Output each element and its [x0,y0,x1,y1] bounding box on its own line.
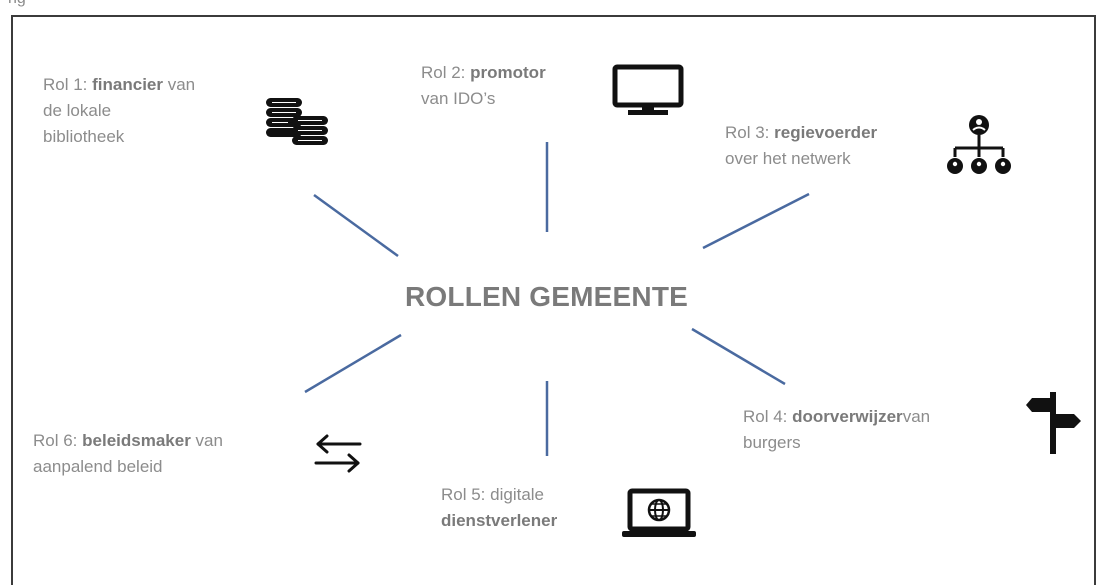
role-1-text: Rol 1: financier van de lokale bibliothe… [43,72,195,150]
role-3-line2: over het netwerk [725,149,851,168]
diagram-frame [11,15,1096,585]
role-2-line1: Rol 2: promotor [421,60,546,86]
spoke-rol4 [691,327,786,386]
role-2-line2: van IDO’s [421,89,496,108]
role-4-text: Rol 4: doorverwijzervan burgers [743,404,930,456]
signpost-icon [1026,392,1081,454]
spoke-rol3 [702,192,810,250]
role-4-line1-rest: van [902,407,931,426]
role-1-line2: de lokale [43,101,112,120]
role-5-line2: dienstverlener [441,508,557,534]
role-2-prefix: Rol 2: [421,63,471,82]
role-6-line1-rest: van [190,431,223,450]
role-2-keyword: promotor [470,63,546,82]
monitor-icon [612,64,684,115]
spoke-rol6 [304,333,402,394]
role-5-text: Rol 5: digitale dienstverlener [441,482,557,534]
role-3-line1: Rol 3: regievoerder [725,120,877,146]
role-1-prefix: Rol 1: [43,75,93,94]
role-6-line2: aanpalend beleid [33,457,163,476]
org-chart-icon [947,115,1011,174]
coins-icon [266,98,328,145]
role-1-keyword: financier [92,75,163,94]
role-6-line1: Rol 6: beleidsmaker van [33,428,223,454]
role-4-prefix: Rol 4: [743,407,793,426]
role-3-keyword: regievoerder [774,123,878,142]
caption-fragment: ng [8,0,26,8]
role-1-line1-rest: van [163,75,196,94]
role-6-text: Rol 6: beleidsmaker van aanpalend beleid [33,428,223,480]
role-1-line3: bibliotheek [43,127,125,146]
role-3-prefix: Rol 3: [725,123,775,142]
role-3-text: Rol 3: regievoerder over het netwerk [725,120,877,172]
exchange-arrows-icon [314,434,362,473]
role-6-prefix: Rol 6: [33,431,83,450]
role-5-line1: Rol 5: digitale [441,485,545,504]
role-5-keyword: dienstverlener [441,511,558,530]
role-2-text: Rol 2: promotor van IDO’s [421,60,546,112]
role-1-line1: Rol 1: financier van [43,72,195,98]
laptop-globe-icon [622,488,696,537]
center-title: ROLLEN GEMEENTE [405,281,689,312]
role-6-keyword: beleidsmaker [82,431,191,450]
role-4-line1: Rol 4: doorverwijzervan [743,404,930,430]
spoke-rol1 [313,193,399,258]
role-4-line2: burgers [743,433,801,452]
role-4-keyword: doorverwijzer [792,407,903,426]
